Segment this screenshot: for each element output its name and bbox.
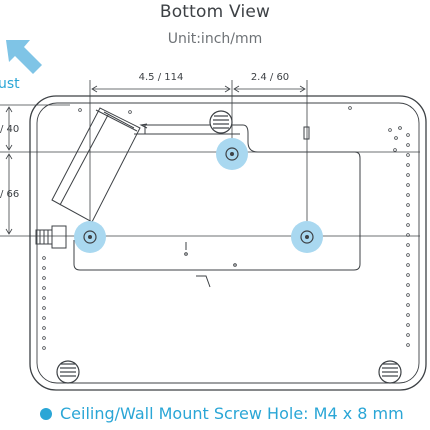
diagram-title: Bottom View [159, 2, 271, 22]
mount-screw-hole-left [74, 221, 106, 253]
front-direction-label: ust [0, 76, 20, 92]
foot-bottom-left [56, 360, 80, 384]
projector-body [29, 95, 427, 391]
legend-dot-icon [40, 408, 52, 420]
foot-bottom-right [378, 360, 402, 384]
side-connector [35, 225, 67, 249]
dimension-label-left-lower: / 66 [0, 189, 19, 200]
mount-screw-hole-right [291, 221, 323, 253]
corner-marks [394, 126, 402, 140]
dimension-label-top-right: 2.4 / 60 [251, 72, 289, 83]
small-markings [139, 123, 310, 288]
mount-screw-hole-top [216, 138, 248, 170]
foot-top [209, 110, 233, 134]
arrow-up-left-icon [6, 40, 42, 74]
dimension-lines [0, 80, 420, 240]
vent-holes [42, 106, 410, 350]
legend-text: Ceiling/Wall Mount Screw Hole: M4 x 8 mm [60, 404, 404, 423]
legend: Ceiling/Wall Mount Screw Hole: M4 x 8 mm [40, 404, 404, 423]
diagram-subtitle: Unit:inch/mm [167, 31, 263, 47]
dimension-label-top-left: 4.5 / 114 [139, 72, 184, 83]
lens-assembly [51, 107, 141, 223]
dimension-label-left-upper: / 40 [0, 124, 19, 135]
